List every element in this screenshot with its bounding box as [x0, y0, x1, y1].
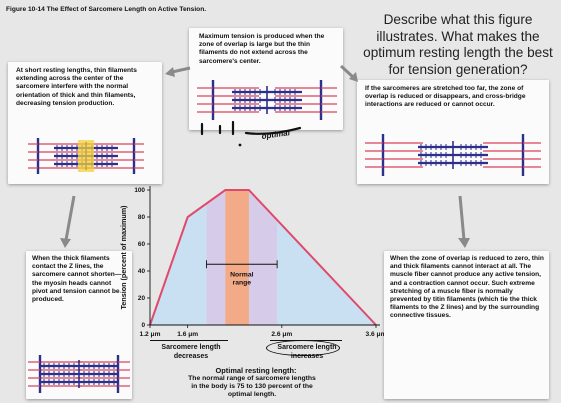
sarcomere-diagram-stretched	[365, 134, 541, 176]
optimal-length-title: Optimal resting length:	[215, 366, 297, 375]
arrow-to-zero-panel	[458, 195, 466, 241]
max-tension-panel: Maximum tension is produced when the zon…	[189, 28, 343, 130]
y-tick-label: 20	[138, 295, 146, 302]
stretched-panel: If the sarcomeres are stretched too far,…	[357, 80, 549, 184]
increases-arrow	[270, 340, 342, 341]
question-text: Describe what this figure illustrates. W…	[363, 12, 553, 77]
z-line-contact-text: When the thick filaments contact the Z l…	[32, 255, 122, 304]
y-tick-label: 100	[134, 187, 145, 194]
decreases-arrow	[150, 340, 228, 341]
short-length-text: At short resting lengths, thin filaments…	[16, 67, 137, 107]
tension-length-chart: 0 20 40 60 80 100 1.2 μm 1.6 μm 2.6 μm 3.6 μm Te…	[119, 186, 384, 338]
figure-title: Figure 10-14 The Effect of Sarcomere Len…	[6, 6, 207, 13]
y-tick-label: 0	[141, 322, 145, 329]
normal-range-label: Normal	[230, 271, 254, 278]
hand-dot	[238, 143, 242, 147]
x-tick-label: 3.6 μm	[366, 331, 384, 338]
zero-overlap-panel: When the zone of overlap is reduced to z…	[384, 251, 549, 399]
max-tension-text: Maximum tension is produced when the zon…	[199, 33, 325, 65]
z-line-contact-panel: When the thick filaments contact the Z l…	[26, 251, 132, 399]
y-tick-label: 80	[138, 214, 146, 221]
y-tick-label: 60	[138, 241, 146, 248]
short-length-panel: At short resting lengths, thin filaments…	[8, 62, 162, 184]
x-tick-label: 1.6 μm	[177, 331, 198, 338]
zero-overlap-text: When the zone of overlap is reduced to z…	[390, 255, 544, 320]
optimal-band	[225, 190, 249, 325]
x-tick-label: 1.2 μm	[140, 331, 161, 338]
optimal-annotation: optimal	[261, 128, 291, 141]
arrow-to-short-panel	[171, 66, 191, 74]
normal-range-label: range	[233, 279, 252, 286]
x-tick-label: 2.6 μm	[271, 331, 292, 338]
arrow-to-zline-panel	[64, 195, 76, 241]
sarcomere-diagram-short	[28, 138, 144, 174]
sarcomere-diagram-compressed	[28, 355, 130, 393]
sarcomere-diagram-optimal	[197, 80, 337, 120]
arrow-to-stretched-panel	[339, 64, 355, 79]
increases-circle	[266, 340, 340, 356]
decreases-label: Sarcomere length decreases	[161, 344, 221, 360]
stretched-text: If the sarcomeres are stretched too far,…	[365, 85, 526, 109]
y-axis-label: Tension (percent of maximum)	[119, 205, 128, 310]
overlap-highlight	[78, 140, 94, 172]
y-tick-label: 40	[138, 268, 146, 275]
optimal-underline	[244, 126, 302, 135]
tension-curve	[149, 189, 377, 326]
optimal-length-text: The normal range of sarcomere lengths in…	[188, 375, 316, 399]
